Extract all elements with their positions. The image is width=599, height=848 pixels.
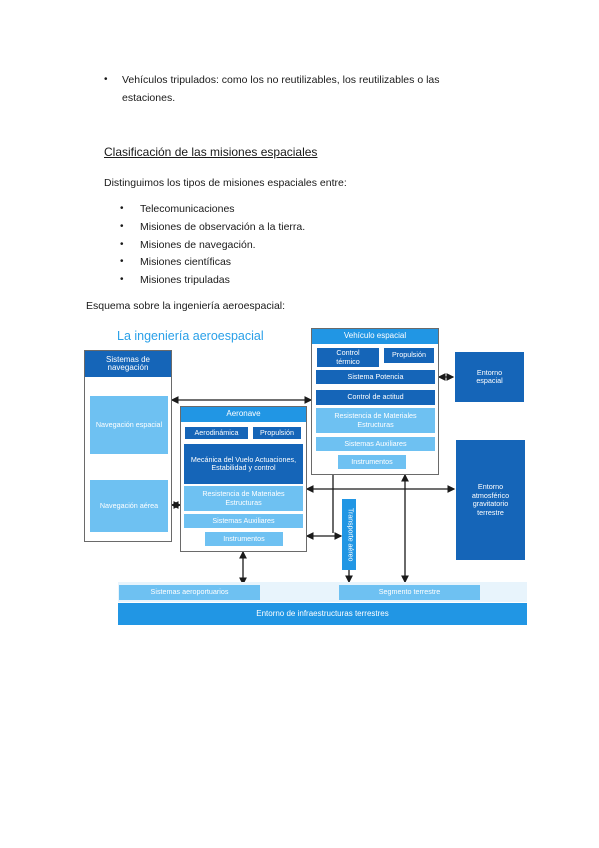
aircraft-aux-systems: Sistemas Auxiliares [184, 514, 303, 528]
section-intro: Distinguimos los tipos de misiones espac… [104, 177, 347, 189]
mission-type-item: Misiones científicas [140, 256, 232, 268]
spacecraft-attitude-control: Control de actitud [316, 390, 435, 405]
diagram-title: La ingeniería aeroespacial [117, 329, 264, 343]
atmospheric-environment-box: Entorno atmosférico gravitatorio terrest… [456, 440, 525, 560]
aircraft-aerodynamics: Aerodinámica [184, 426, 249, 440]
mission-type-item: Misiones de navegación. [140, 239, 256, 251]
bullet-marker: • [120, 221, 124, 232]
air-transport-box: Transporte aéreo [342, 499, 356, 570]
nav-air-box: Navegación aérea [90, 480, 168, 532]
scheme-caption: Esquema sobre la ingeniería aeroespacial… [86, 300, 286, 312]
spacecraft-title: Vehículo espacial [312, 329, 438, 344]
bullet-marker: • [104, 74, 108, 85]
nav-space-box: Navegación espacial [90, 396, 168, 454]
aircraft-title: Aeronave [181, 407, 306, 422]
spacecraft-instruments: Instrumentos [338, 455, 406, 469]
ground-segment-box: Segmento terrestre [339, 585, 480, 600]
intro-bullet-line2: estaciones. [122, 92, 176, 104]
bullet-marker: • [120, 256, 124, 267]
space-environment-box: Entorno espacial [455, 352, 524, 402]
aircraft-materials: Resistencia de Materiales Estructuras [184, 486, 303, 511]
bullet-marker: • [120, 203, 124, 214]
spacecraft-propulsion: Propulsión [383, 347, 435, 364]
spacecraft-power-system: Sistema Potencia [316, 370, 435, 384]
nav-systems-title: Sistemas de navegación [85, 351, 171, 377]
aircraft-instruments: Instrumentos [205, 532, 283, 546]
bullet-marker: • [120, 274, 124, 285]
spacecraft-thermal-control: Control térmico [316, 347, 380, 368]
spacecraft-aux-systems: Sistemas Auxiliares [316, 437, 435, 451]
intro-bullet-line1: Vehículos tripulados: como los no reutil… [122, 74, 440, 86]
spacecraft-materials: Resistencia de Materiales Estructuras [316, 408, 435, 433]
mission-type-item: Misiones de observación a la tierra. [140, 221, 306, 233]
aircraft-propulsion: Propulsión [252, 426, 302, 440]
bullet-marker: • [120, 239, 124, 250]
ground-infrastructure-box: Entorno de infraestructuras terrestres [118, 603, 527, 625]
aircraft-flight-mechanics: Mecánica del Vuelo Actuaciones, Estabili… [184, 444, 303, 484]
mission-type-item: Misiones tripuladas [140, 274, 230, 286]
airport-systems-box: Sistemas aeroportuarios [119, 585, 260, 600]
section-title: Clasificación de las misiones espaciales [104, 145, 318, 159]
mission-type-item: Telecomunicaciones [140, 203, 235, 215]
